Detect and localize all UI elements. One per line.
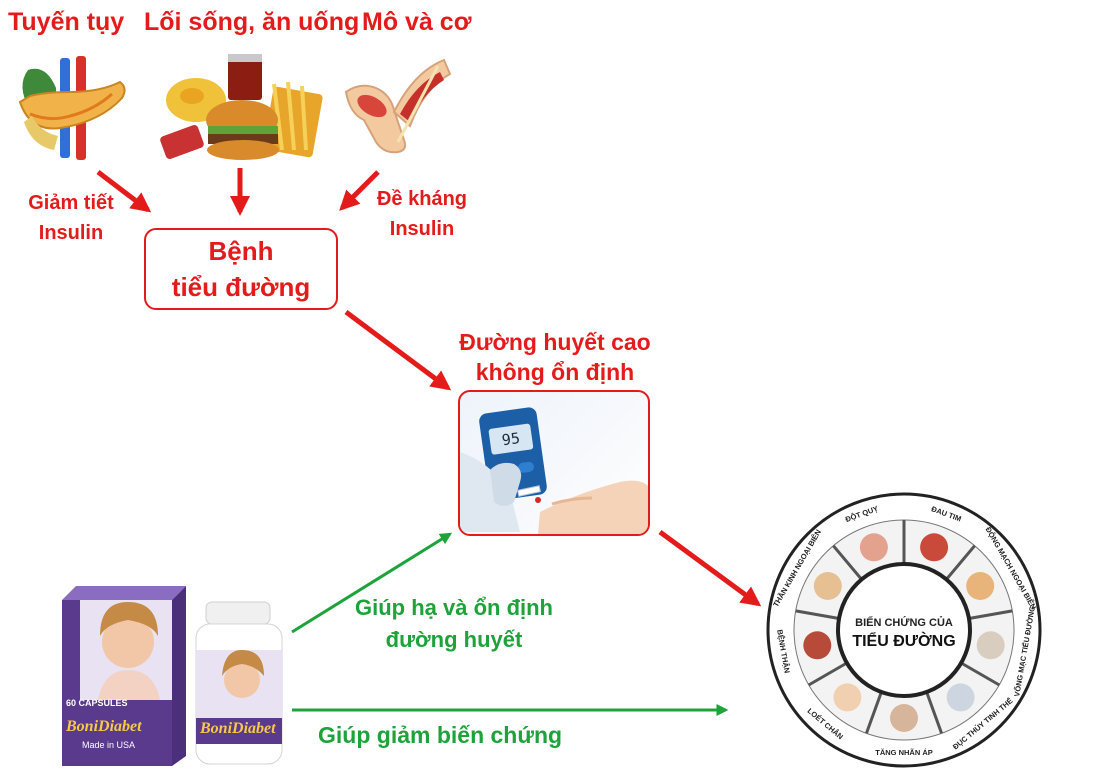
- muscle-effect-line2: Insulin: [389, 218, 455, 240]
- pancreas-effect-label: Giảm tiết Insulin: [6, 188, 136, 248]
- complication-organ-icon: [859, 533, 888, 562]
- benefit-stabilize-label: Giúp hạ và ổn định đường huyết: [338, 592, 570, 656]
- complication-organ-icon: [803, 631, 832, 660]
- wheel-spoke: [795, 609, 840, 620]
- arm-muscle-icon: [344, 58, 452, 154]
- arrow-muscle-to-disease: [339, 170, 380, 211]
- wheel-center-line2: TIỂU ĐƯỜNG: [852, 631, 955, 650]
- arrow-pancreas-to-disease: [96, 170, 152, 213]
- muscle-effect-label: Đề kháng Insulin: [360, 184, 484, 244]
- arrow-product-to-glucose: [291, 532, 453, 634]
- wheel-center-line1: BIẾN CHỨNG CỦA: [855, 616, 953, 629]
- high-glucose-line2: không ổn định: [475, 359, 635, 385]
- complication-organ-icon: [976, 631, 1005, 660]
- cause-pancreas-label: Tuyến tụy: [8, 8, 125, 36]
- fast-food-icon: [160, 54, 323, 160]
- wheel-spoke: [864, 691, 883, 734]
- wheel-spoke: [968, 609, 1013, 620]
- wheel-spoke: [807, 661, 848, 687]
- complication-organ-icon: [920, 533, 949, 562]
- muscle-effect-line1: Đề kháng: [376, 188, 468, 210]
- arrow-glucose-to-complications: [658, 529, 762, 607]
- complication-organ-icon: [833, 683, 862, 712]
- complication-organ-icon: [946, 683, 975, 712]
- wheel-spoke: [960, 661, 1001, 687]
- box-brand: BoniDiabet: [66, 718, 142, 735]
- high-glucose-label: Đường huyết cao không ổn định: [430, 327, 680, 387]
- diabetes-box: Bệnh tiểu đường: [144, 228, 338, 310]
- cause-muscle-label: Mô và cơ: [362, 8, 472, 36]
- wheel-spoke: [925, 691, 944, 734]
- wheel-spoke: [832, 544, 863, 581]
- benefit-reduce-label: Giúp giảm biến chứng: [318, 722, 563, 748]
- benefit-stabilize-line1: Giúp hạ và ổn định: [355, 595, 553, 620]
- glucose-meter-box: 95: [458, 390, 650, 536]
- boni-diabet-product-icon: [62, 586, 283, 766]
- box-capsule-unit: CAPSULES: [78, 698, 128, 708]
- pancreas-effect-line1: Giảm tiết: [28, 192, 114, 214]
- box-made-in: Made in USA: [82, 740, 136, 750]
- wheel-spoke: [945, 544, 976, 581]
- high-glucose-line1: Đường huyết cao: [459, 329, 651, 355]
- cause-lifestyle-label: Lối sống, ăn uống: [144, 8, 360, 36]
- diabetes-line1: Bệnh: [208, 236, 274, 266]
- pancreas-effect-line2: Insulin: [38, 222, 104, 244]
- complication-organ-icon: [890, 704, 918, 732]
- complication-label: TĂNG NHÃN ÁP: [875, 748, 933, 757]
- diabetes-line2: tiểu đường: [171, 272, 311, 302]
- bottle-brand: BoniDiabet: [200, 720, 276, 737]
- pancreas-icon: [18, 56, 126, 160]
- hands-icon: [460, 452, 648, 534]
- complication-organ-icon: [966, 572, 995, 600]
- benefit-stabilize-line2: đường huyết: [385, 627, 523, 652]
- complication-organ-icon: [813, 572, 842, 600]
- arrow-disease-to-glucose: [344, 309, 452, 391]
- box-capsule-count: 60: [66, 698, 77, 708]
